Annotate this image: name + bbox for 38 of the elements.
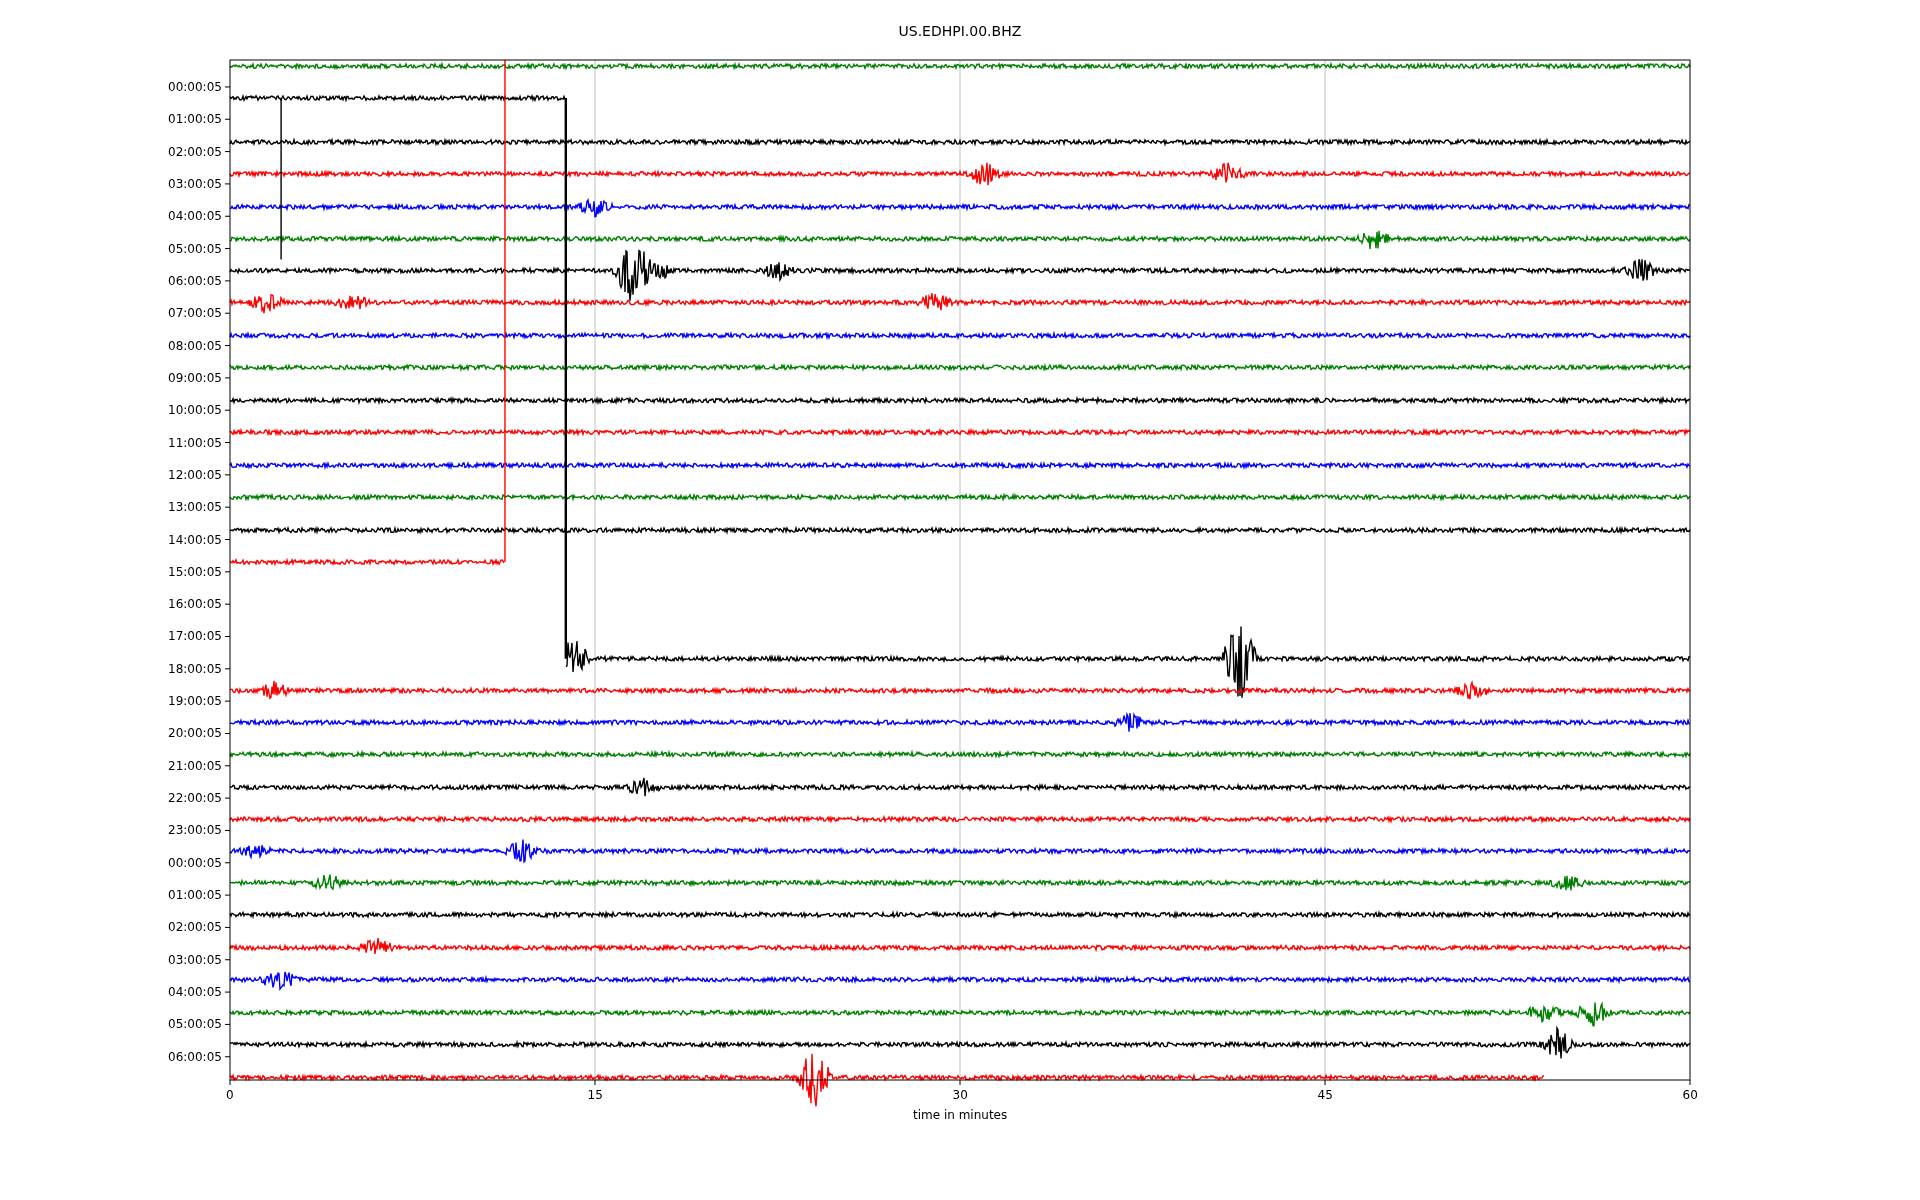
axis-tick-label: 07:00:05 [168,306,222,321]
axis-tick-label: 06:00:05 [168,273,222,288]
axis-tick-label: 45 [1317,1088,1333,1102]
axis-tick-label: 03:00:05 [168,176,222,191]
axis-tick-label: 03:00:05 [168,952,222,967]
axis-tick-label: 00:00:05 [168,855,222,870]
axis-tick-label: 17:00:05 [168,629,222,644]
axis-tick-label: 04:00:05 [168,209,222,224]
plot-title: US.EDHPI.00.BHZ [898,23,1022,39]
axis-tick-label: 0 [226,1088,234,1102]
axis-tick-label: 16:00:05 [168,597,222,612]
axis-tick-label: 14:00:05 [168,532,222,547]
axis-tick-label: 12:00:05 [168,467,222,482]
axis-tick-label: 05:00:05 [168,241,222,256]
axis-tick-label: 02:00:05 [168,920,222,935]
axis-tick-label: 00:00:05 [168,79,222,94]
axis-tick-label: 05:00:05 [168,1017,222,1032]
axis-tick-label: 01:00:05 [168,888,222,903]
axis-tick-label: 09:00:05 [168,370,222,385]
axis-label: time in minutes [913,1108,1008,1122]
axis-tick-label: 18:00:05 [168,661,222,676]
axis-tick-label: 21:00:05 [168,758,222,773]
axis-tick-label: 22:00:05 [168,791,222,806]
axis-tick-label: 20:00:05 [168,726,222,741]
axis-tick-label: 08:00:05 [168,338,222,353]
axis-tick-label: 19:00:05 [168,694,222,709]
axis-tick-label: 06:00:05 [168,1049,222,1064]
axis-tick-label: 13:00:05 [168,500,222,515]
axis-tick-label: 02:00:05 [168,144,222,159]
axis-tick-label: 15 [587,1088,603,1102]
axis-tick-label: 01:00:05 [168,112,222,127]
axis-tick-label: 30 [952,1088,968,1102]
axis-tick-label: 11:00:05 [168,435,222,450]
axis-tick-label: 10:00:05 [168,403,222,418]
axis-tick-label: 04:00:05 [168,985,222,1000]
axis-tick-label: 15:00:05 [168,564,222,579]
axis-tick-label: 60 [1682,1088,1698,1102]
axis-tick-label: 23:00:05 [168,823,222,838]
